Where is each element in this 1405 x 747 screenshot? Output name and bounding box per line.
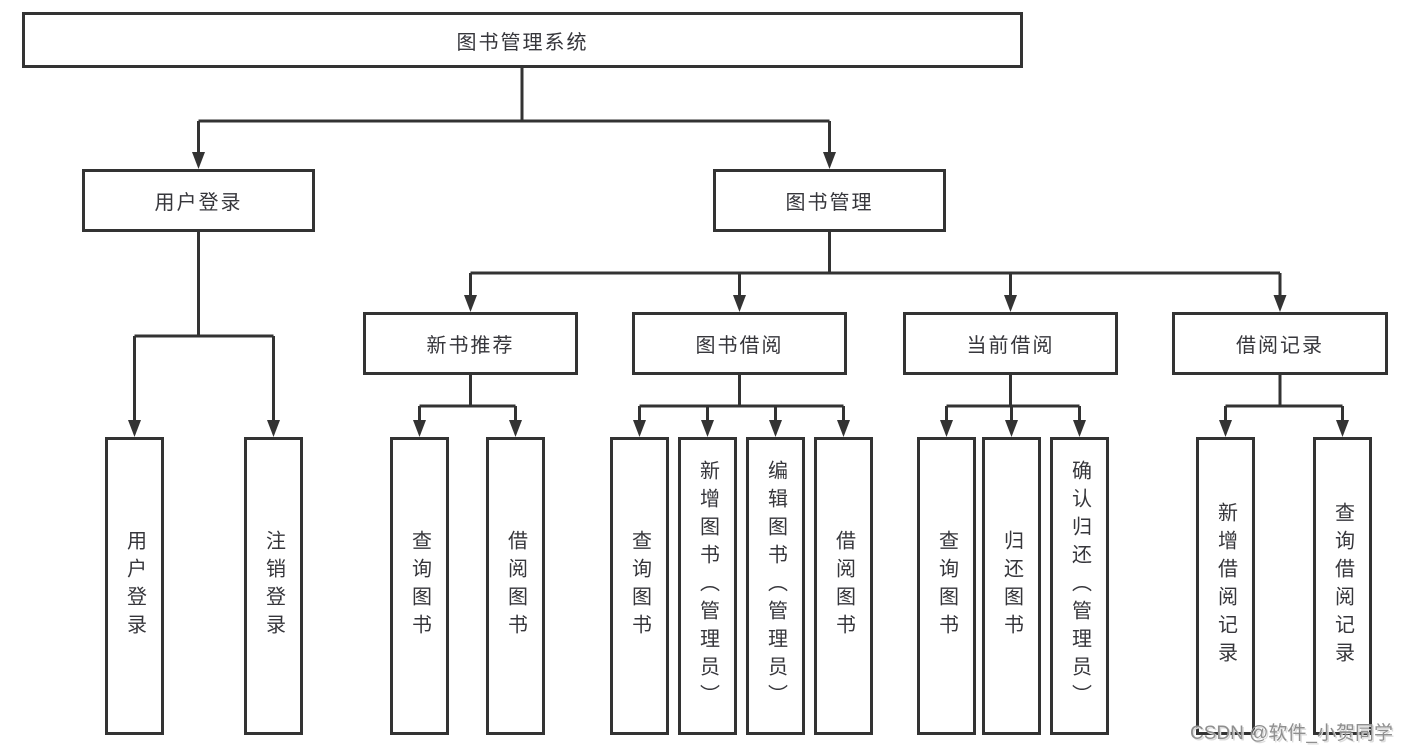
node-leaf-user-login: 用户登录 [105,437,164,735]
node-label: 当前借阅 [966,335,1055,357]
node-label: 新增借阅记录 [1214,502,1237,670]
node-user-login: 用户登录 [82,169,315,232]
node-label: 借阅图书 [504,530,527,642]
node-label: 确认归还（管理员） [1068,460,1091,712]
node-label: 编辑图书（管理员） [764,460,787,712]
node-leaf-logout: 注销登录 [244,437,303,735]
arrowhead [1005,420,1018,437]
csdn-watermark: CSDN @软件_小贺同学 [1190,723,1393,744]
node-leaf-query-borrow-record: 查询借阅记录 [1313,437,1372,735]
node-leaf-confirm-return-admin: 确认归还（管理员） [1050,437,1109,735]
node-label: 查询图书 [408,530,431,642]
arrowhead [769,420,782,437]
edge-userlogin-to-children [133,232,275,421]
node-leaf-add-borrow-record: 新增借阅记录 [1196,437,1255,735]
node-leaf-query-books-recommend: 查询图书 [390,437,449,735]
arrowheads [128,152,1349,437]
edge-borrowing-to-children [638,375,845,421]
arrowhead [509,420,522,437]
arrowhead [701,420,714,437]
arrowhead [192,152,205,169]
arrowhead [837,420,850,437]
node-leaf-borrow-books: 借阅图书 [814,437,873,735]
arrowhead [940,420,953,437]
arrowhead [1219,420,1232,437]
arrowhead [733,295,746,312]
edge-root-to-level2 [197,68,831,153]
edge-records-to-children [1224,375,1344,421]
node-label: 图书管理系统 [456,31,589,54]
node-label: 查询图书 [935,530,958,642]
node-leaf-return-books: 归还图书 [982,437,1041,735]
node-label: 归还图书 [1000,530,1023,642]
node-borrowing-records: 借阅记录 [1172,312,1388,375]
node-leaf-borrow-books-recommend: 借阅图书 [486,437,545,735]
node-label: 用户登录 [154,192,243,214]
arrowhead [1273,295,1287,312]
node-leaf-edit-books-admin: 编辑图书（管理员） [746,437,805,735]
node-library-management-system: 图书管理系统 [22,12,1023,68]
arrowhead [1336,420,1349,437]
node-label: 查询借阅记录 [1331,502,1354,670]
arrowhead [1004,295,1017,312]
node-label: 注销登录 [262,530,285,642]
node-label: 新书推荐 [426,335,515,357]
node-label: 借阅记录 [1236,335,1324,357]
arrowhead [267,420,280,437]
node-leaf-add-books-admin: 新增图书（管理员） [678,437,737,735]
node-label: 图书借阅 [695,335,784,357]
arrowhead [1073,420,1086,437]
node-label: 新增图书（管理员） [696,460,719,712]
arrowhead [464,295,477,312]
node-label: 查询图书 [628,530,651,642]
node-label: 图书管理 [785,192,874,214]
node-new-book-recommendation: 新书推荐 [363,312,578,375]
arrowhead [128,420,141,437]
node-label: 借阅图书 [832,530,855,642]
node-label: 用户登录 [123,530,146,642]
edge-bookmgmt-to-level3 [469,232,1282,296]
arrowhead [413,420,426,437]
arrowhead [633,420,646,437]
node-current-borrowing: 当前借阅 [903,312,1118,375]
edge-newbook-to-children [418,375,517,421]
node-book-management: 图书管理 [713,169,946,232]
node-leaf-query-books-borrowing: 查询图书 [610,437,669,735]
arrowhead [823,152,836,169]
node-leaf-query-books-current: 查询图书 [917,437,976,735]
edge-current-to-children [945,375,1081,421]
node-book-borrowing: 图书借阅 [632,312,847,375]
